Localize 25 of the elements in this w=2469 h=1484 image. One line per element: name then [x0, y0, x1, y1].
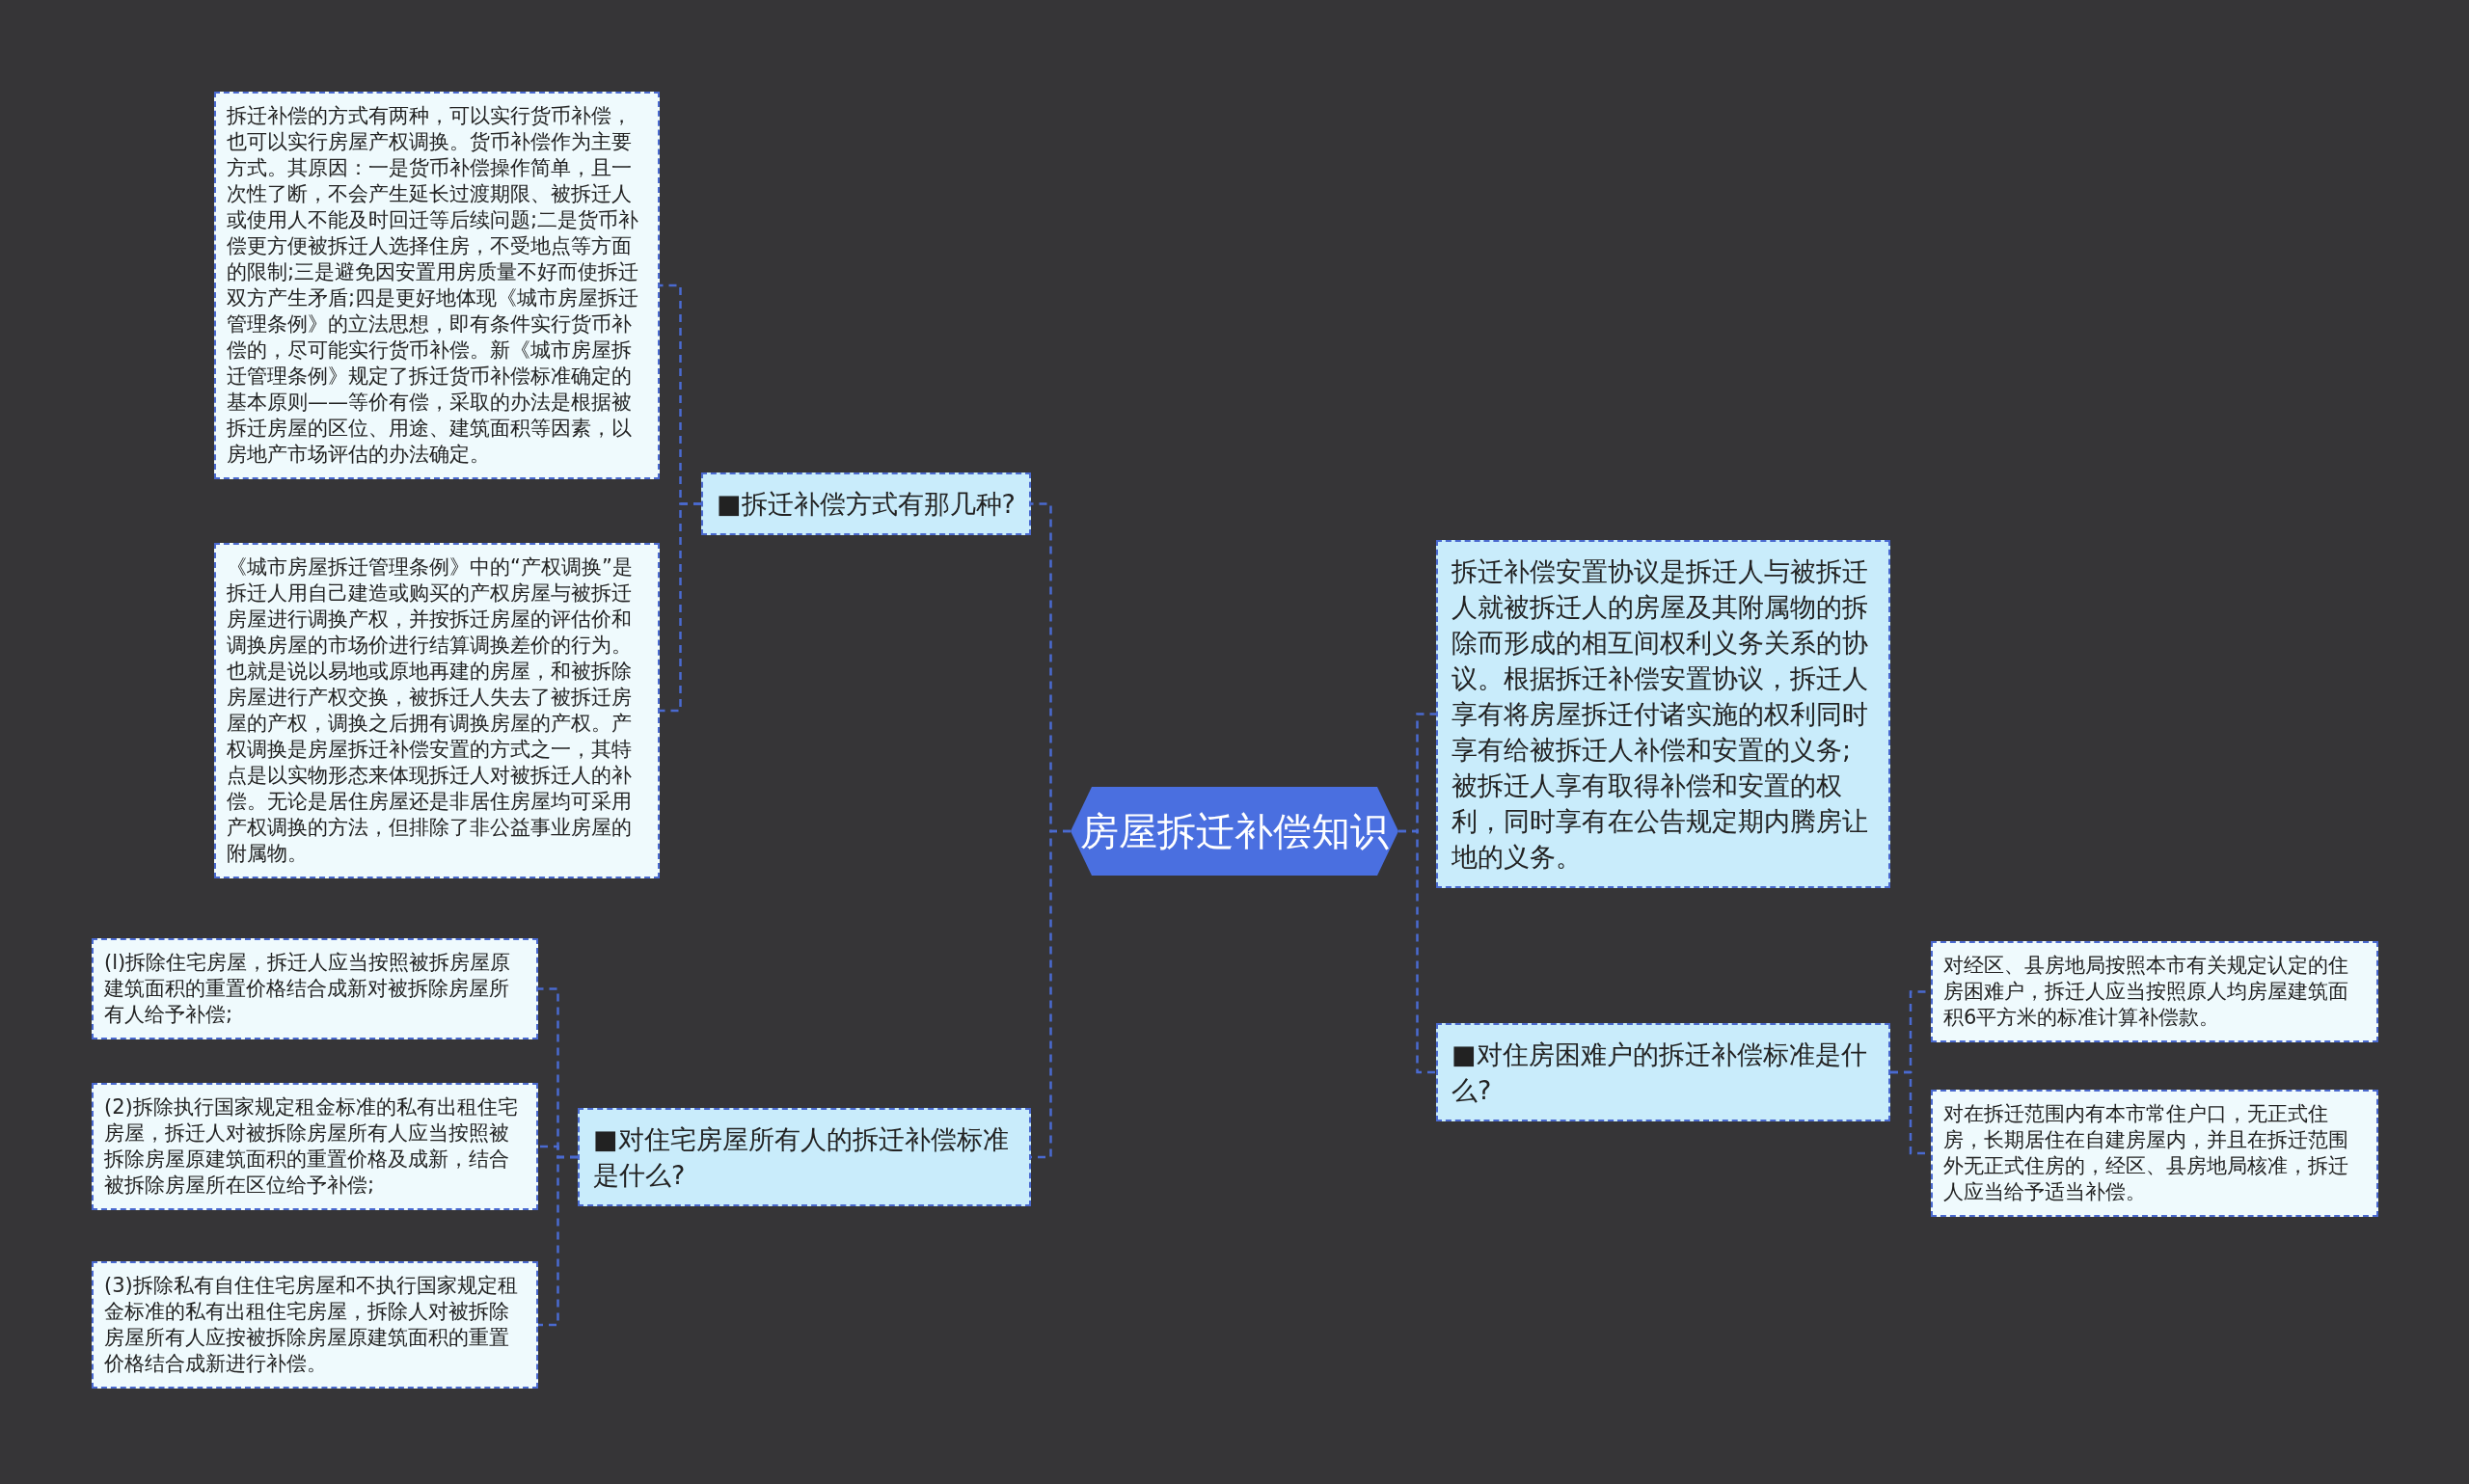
subtopic-text: ■拆迁补偿方式有那几种? — [717, 488, 1016, 521]
subtopic-box — [578, 1108, 1031, 1206]
note-box — [92, 1261, 538, 1389]
note-text: 对经区、县房地局按照本市有关规定认定的住房困难户，拆迁人应当按照原人均房屋建筑面积6平方米的标准计算补偿款。 — [1943, 953, 2349, 1031]
note-text: (2)拆除执行国家规定租金标准的私有出租住宅房屋，拆迁人对被拆除房屋所有人应当按照被拆除房屋原建筑面积的重置价格及成新，结合被拆除房屋所在区位给予补偿; — [104, 1094, 519, 1199]
topic-hexagon — [1071, 787, 1398, 876]
subtopic-box — [1436, 1023, 1890, 1121]
note-box — [1931, 941, 2378, 1042]
note-box — [92, 938, 538, 1039]
note-text: 《城市房屋拆迁管理条例》中的“产权调换”是拆迁人用自己建造或购买的产权房屋与被拆迁房屋进行调换产权，并按拆迁房屋的评估价和调换房屋的市场价进行结算调换差价的行为。也就是说以易地或原地再建的房屋，和被拆除房屋进行产权交换，被拆迁人失去了被拆迁房屋的产权，调换之后拥有调换房屋的产权。产权调换是房屋拆迁补偿安置的方式之一，其特点是以实物形态来体现拆迁人对被拆迁人的补偿。无论是居住房屋还是非居住房屋均可采用产权调换的方法，但排除了非公益事业房屋的附属物。 — [227, 554, 634, 867]
connector-line — [1398, 829, 1436, 1074]
topic-title: 房屋拆迁补偿知识 — [1080, 807, 1389, 855]
subtopic-text: 拆迁补偿安置协议是拆迁人与被拆迁人就被拆迁人的房屋及其附属物的拆除而形成的相互间权利义务关系的协议。根据拆迁补偿安置协议，拆迁人享有将房屋拆迁付诸实施的权利同时享有给被拆迁人补偿和安置的义务;被拆迁人享有取得补偿和安置的权利，同时享有在公告规定期内腾房让地的义务。 — [1452, 555, 1869, 874]
note-text: 拆迁补偿的方式有两种，可以实行货币补偿，也可以实行房屋产权调换。货币补偿作为主要方式。其原因：一是货币补偿操作简单，且一次性了断，不会产生延长过渡期限、被拆迁人或使用人不能及时回迁等后续问题;二是货币补偿更方便被拆迁人选择住房，不受地点等方面的限制;三是避免因安置用房质量不好而使拆迁双方产生矛盾;四是更好地体现《城市房屋拆迁管理条例》的立法思想，即有条件实行货币补偿的，尽可能实行货币补偿。新《城市房屋拆迁管理条例》规定了拆迁货币补偿标准确定的基本原则——等价有偿，采取的办法是根据被拆迁房屋的区位、用途、建筑面积等因素，以房地产市场评估的办法确定。 — [227, 103, 640, 468]
connector-line — [538, 1155, 578, 1327]
note-box — [1931, 1090, 2378, 1217]
note-text: (l)拆除住宅房屋，拆迁人应当按照被拆房屋原建筑面积的重置价格结合成新对被拆除房屋所有人给予补偿; — [104, 950, 512, 1028]
subtopic-text: ■对住宅房屋所有人的拆迁补偿标准是什么? — [593, 1123, 1010, 1192]
note-text: (3)拆除私有自住住宅房屋和不执行国家规定租金标准的私有出租住宅房屋，拆除人对被拆除房屋所有人应按被拆除房屋原建筑面积的重置价格结合成新进行补偿。 — [104, 1273, 519, 1377]
connector-line — [660, 502, 701, 713]
note-box — [92, 1083, 538, 1210]
subtopic-text: ■对住房困难户的拆迁补偿标准是什么? — [1452, 1039, 1868, 1107]
subtopic-box — [1436, 540, 1890, 888]
subtopic-box — [701, 472, 1031, 535]
note-text: 对在拆迁范围内有本市常住户口，无正式住房，长期居住在自建房屋内，并且在拆迁范围外无正式住房的，经区、县房地局核准，拆迁人应当给予适当补偿。 — [1943, 1101, 2349, 1205]
